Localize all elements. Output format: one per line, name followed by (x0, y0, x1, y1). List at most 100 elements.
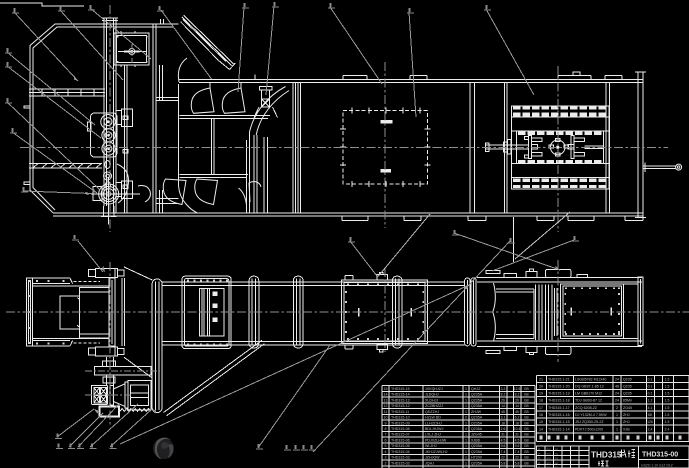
svg-text:ZHJ: ZHJ (623, 420, 630, 424)
svg-text:THD315-08: THD315-08 (391, 427, 410, 431)
svg-text:GB: GB (524, 387, 529, 391)
svg-text:xm: xm (547, 465, 552, 468)
svg-text:DQ GB97.1-85 12: DQ GB97.1-85 12 (575, 385, 604, 389)
svg-text:THD315-02: THD315-02 (391, 461, 410, 465)
svg-text:Q235A: Q235A (471, 450, 483, 454)
svg-text:31: 31 (515, 433, 519, 437)
svg-text:JQHJ: JQHJ (425, 461, 434, 465)
svg-text:2: 2 (385, 461, 387, 465)
svg-text:ZCZBHZZJ: ZCZBHZZJ (425, 404, 443, 408)
svg-text:3.1: 3.1 (501, 416, 506, 420)
svg-text:THD315-05: THD315-05 (391, 444, 410, 448)
svg-text:9.6: 9.6 (501, 444, 506, 448)
svg-text:rq: rq (555, 461, 558, 465)
svg-text:ZCQ 6208-2Z: ZCQ 6208-2Z (575, 406, 598, 410)
svg-text:2.6: 2.6 (501, 427, 506, 431)
svg-text:THD315-04: THD315-04 (391, 450, 410, 454)
svg-text:1.5: 1.5 (665, 392, 670, 396)
svg-text:BDLJHJWJ: BDLJHJWJ (425, 427, 444, 431)
svg-text:7.4: 7.4 (515, 450, 520, 454)
svg-text:GB: GB (524, 438, 529, 442)
svg-text:TDJ GB93-87 12: TDJ GB93-87 12 (575, 399, 602, 403)
svg-text:LXLJ ZHJ: LXLJ ZHJ (425, 433, 441, 437)
svg-text:4.1: 4.1 (648, 406, 653, 410)
svg-text:xm: xm (547, 451, 552, 455)
svg-text:Q235: Q235 (623, 385, 632, 389)
svg-text:1.5: 1.5 (665, 385, 670, 389)
svg-text:zt: zt (538, 461, 541, 465)
svg-text:THD315-07: THD315-07 (391, 433, 410, 437)
svg-text:GB: GB (524, 456, 529, 460)
svg-text:14: 14 (384, 393, 388, 397)
svg-text:48: 48 (615, 385, 619, 389)
svg-text:10.4: 10.4 (514, 427, 521, 431)
svg-text:18: 18 (539, 399, 543, 403)
svg-text:PDJXZLHJW: PDJXZLHJW (425, 438, 447, 442)
svg-text:JLDQHJ: JLDQHJ (425, 393, 439, 397)
svg-text:13: 13 (384, 398, 388, 402)
svg-text:zt: zt (538, 451, 541, 455)
svg-text:GB: GB (524, 398, 529, 402)
svg-text:xm: xm (547, 461, 552, 465)
svg-text:3.2: 3.2 (501, 387, 506, 391)
svg-text:rq: rq (555, 456, 558, 460)
svg-text:THD315-15: THD315-15 (391, 387, 410, 391)
svg-text:15: 15 (384, 387, 388, 391)
svg-text:8: 8 (385, 427, 387, 431)
svg-text:11: 11 (384, 410, 388, 414)
svg-text:JKHJZJWLHJ: JKHJZJWLHJ (425, 450, 448, 454)
svg-text:1: 1 (465, 393, 467, 397)
svg-text:1: 1 (616, 428, 618, 432)
svg-text:1: 1 (465, 438, 467, 442)
svg-text:1: 1 (465, 404, 467, 408)
svg-text:19: 19 (539, 392, 543, 396)
svg-text:126: 126 (647, 420, 653, 424)
svg-text:0.1: 0.1 (648, 378, 653, 382)
svg-text:GB: GB (524, 461, 529, 465)
svg-text:THD315.1-18: THD315.1-18 (548, 399, 570, 403)
svg-text:1: 1 (465, 461, 467, 465)
svg-text:JSJ ZQ350-25-2Z: JSJ ZQ350-25-2Z (575, 420, 604, 424)
svg-text:Q235A: Q235A (471, 427, 483, 431)
svg-text:6: 6 (385, 438, 387, 442)
svg-text:THD315.1-20: THD315.1-20 (548, 385, 570, 389)
svg-text:GB: GB (524, 450, 529, 454)
svg-text:xm: xm (547, 456, 552, 460)
svg-text:7.4: 7.4 (501, 450, 506, 454)
svg-text:1.2: 1.2 (648, 399, 653, 403)
svg-text:1.5: 1.5 (665, 420, 670, 424)
svg-text:12: 12 (384, 404, 388, 408)
svg-text:rq: rq (555, 451, 558, 455)
svg-text:GB: GB (524, 433, 529, 437)
svg-text:0.1: 0.1 (648, 385, 653, 389)
svg-text:2.4: 2.4 (665, 428, 670, 432)
svg-text:THD315.1-17: THD315.1-17 (548, 406, 570, 410)
svg-text:1: 1 (616, 413, 618, 417)
svg-text:THD315-09: THD315-09 (391, 421, 410, 425)
svg-text:1: 1 (465, 433, 467, 437)
svg-text:24: 24 (615, 399, 619, 403)
svg-text:rq: rq (555, 447, 558, 451)
svg-text:HT200: HT200 (471, 456, 482, 460)
svg-text:8.2: 8.2 (501, 393, 506, 397)
svg-text:THD315.1-16: THD315.1-16 (548, 413, 570, 417)
svg-text:4: 4 (385, 450, 387, 454)
svg-text:Q235A: Q235A (471, 393, 483, 397)
svg-text:14: 14 (501, 404, 505, 408)
svg-text:JZHJQW: JZHJQW (425, 456, 440, 460)
svg-text:Q235A: Q235A (471, 421, 483, 425)
svg-text:XLDHJJ: XLDHJJ (425, 398, 438, 402)
svg-text:xm: xm (547, 447, 552, 451)
svg-text:26: 26 (515, 398, 519, 402)
svg-text:Q235A: Q235A (471, 461, 483, 465)
svg-text:68: 68 (648, 413, 652, 417)
svg-text:1: 1 (616, 420, 618, 424)
svg-text:45: 45 (515, 410, 519, 414)
svg-text:JZG45: JZG45 (471, 433, 482, 437)
svg-text:THD315.1-21: THD315.1-21 (548, 378, 570, 382)
svg-text:1: 1 (465, 410, 467, 414)
svg-text:1: 1 (465, 398, 467, 402)
svg-text:THD315.1-15: THD315.1-15 (548, 420, 570, 424)
svg-text:Q235A: Q235A (471, 444, 483, 448)
svg-text:zt: zt (538, 465, 541, 468)
